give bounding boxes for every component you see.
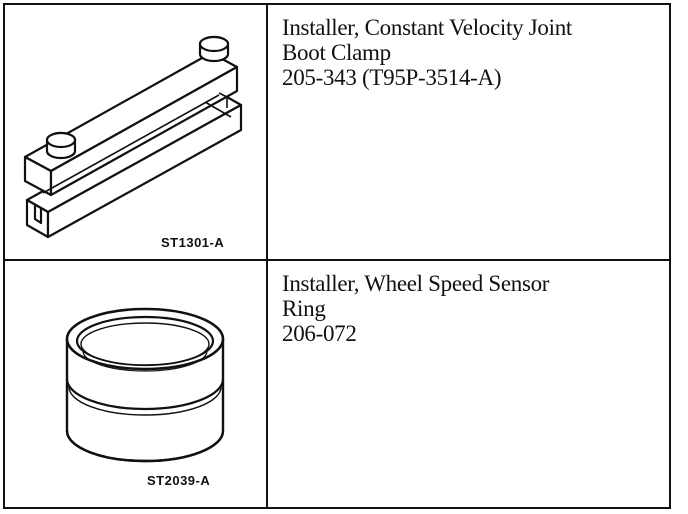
figure-id-label: ST2039-A — [147, 473, 211, 488]
wheel-speed-sensor-ring-installer-illustration — [65, 307, 225, 463]
tool-name-line: Installer, Wheel Speed Sensor — [282, 271, 550, 296]
tool-name-line: Boot Clamp — [282, 40, 391, 65]
tool-name-line: Installer, Constant Velocity Joint — [282, 15, 572, 40]
tool-part-number: 205-343 (T95P-3514-A) — [282, 65, 502, 90]
special-tools-table: ST1301-A Installer, Constant Velocity Jo… — [3, 3, 671, 509]
tool-illustration-cell: ST2039-A — [5, 261, 268, 507]
cv-boot-clamp-installer-illustration — [23, 35, 243, 239]
tool-row: ST1301-A Installer, Constant Velocity Jo… — [5, 5, 669, 261]
tool-part-number: 206-072 — [282, 321, 357, 346]
tool-illustration-cell: ST1301-A — [5, 5, 268, 259]
tool-name-line: Ring — [282, 296, 326, 321]
tool-row: ST2039-A Installer, Wheel Speed Sensor R… — [5, 261, 669, 507]
tool-description-cell: Installer, Constant Velocity Joint Boot … — [268, 5, 669, 259]
tool-description-cell: Installer, Wheel Speed Sensor Ring 206-0… — [268, 261, 669, 507]
figure-id-label: ST1301-A — [161, 235, 225, 250]
